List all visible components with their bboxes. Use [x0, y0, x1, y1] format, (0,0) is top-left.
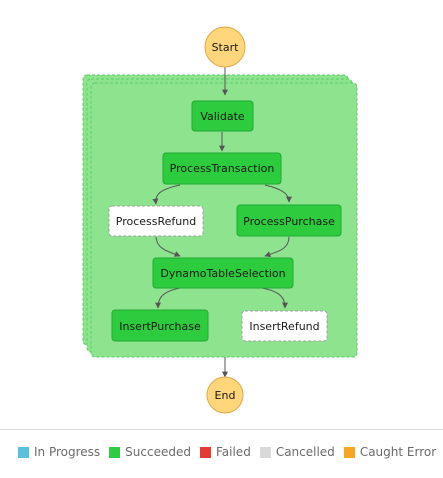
state-dynamo-table-selection-label: DynamoTableSelection: [160, 267, 285, 280]
legend-swatch-failed: [199, 446, 211, 458]
start-node[interactable]: Start: [204, 26, 246, 68]
legend-item-failed: Failed: [199, 445, 251, 459]
edge-processpurchase-dynamotableselection: [264, 236, 290, 257]
status-legend: In Progress Succeeded Failed Cancelled C…: [18, 444, 436, 460]
state-validate-label: Validate: [200, 110, 245, 123]
state-process-refund[interactable]: ProcessRefund: [108, 205, 204, 237]
legend-swatch-cancelled: [259, 446, 271, 458]
edge-dynamotableselection-insertpurchase: [155, 287, 181, 309]
legend-swatch-succeeded: [109, 446, 121, 458]
state-insert-refund-label: InsertRefund: [249, 320, 319, 333]
legend-item-caught-error: Caught Error: [343, 445, 437, 459]
edge-dynamotableselection-insertrefund: [261, 287, 288, 309]
legend-item-succeeded: Succeeded: [109, 445, 191, 459]
state-process-transaction-label: ProcessTransaction: [170, 162, 275, 175]
legend-divider: [0, 429, 443, 430]
legend-swatch-in-progress: [18, 446, 29, 458]
state-insert-refund[interactable]: InsertRefund: [241, 310, 328, 342]
state-insert-purchase[interactable]: InsertPurchase: [111, 309, 209, 342]
legend-item-in-progress: In Progress: [18, 445, 100, 459]
edge-processtransaction-processpurchase: [264, 184, 292, 203]
workflow-graph: Start Validate ProcessTransaction Proces…: [82, 26, 358, 414]
end-node[interactable]: End: [206, 376, 244, 414]
legend-item-cancelled: Cancelled: [259, 445, 335, 459]
state-validate[interactable]: Validate: [191, 100, 254, 132]
state-process-transaction[interactable]: ProcessTransaction: [162, 152, 282, 185]
legend-label-failed: Failed: [215, 445, 251, 459]
legend-label-in-progress: In Progress: [34, 445, 101, 459]
start-label: Start: [212, 41, 240, 54]
state-process-refund-label: ProcessRefund: [116, 215, 196, 228]
state-dynamo-table-selection[interactable]: DynamoTableSelection: [152, 257, 294, 289]
edge-processtransaction-processrefund: [152, 184, 181, 205]
edges: [152, 67, 292, 378]
legend-label-succeeded: Succeeded: [125, 445, 191, 459]
state-process-purchase-label: ProcessPurchase: [243, 215, 335, 228]
state-insert-purchase-label: InsertPurchase: [119, 320, 201, 333]
legend-swatch-caught-error: [343, 446, 355, 458]
end-label: End: [215, 389, 236, 402]
edge-processrefund-dynamotableselection: [155, 236, 181, 257]
legend-label-cancelled: Cancelled: [275, 445, 335, 459]
state-process-purchase[interactable]: ProcessPurchase: [236, 204, 342, 237]
legend-label-caught-error: Caught Error: [359, 445, 437, 459]
